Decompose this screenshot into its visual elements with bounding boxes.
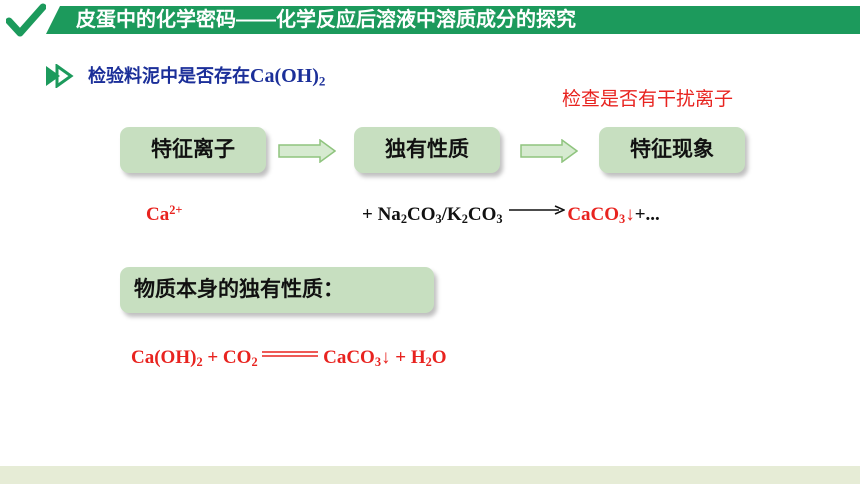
section-heading-text: 检验料泥中是否存在Ca(OH)2	[88, 62, 325, 90]
reaction-carbonate: + Na2CO3/K2CO3 CaCO3↓+...	[362, 204, 660, 226]
equals-double-line	[262, 342, 319, 364]
flow-arrow-icon	[278, 139, 336, 163]
footer-bar	[0, 466, 860, 484]
flow-step-characteristic-phenomenon: 特征现象	[599, 127, 745, 173]
reaction-reagents: + Na2CO3/K2CO3	[362, 204, 503, 227]
interference-note: 检查是否有干扰离子	[562, 89, 734, 110]
property-label: 物质本身的独有性质：	[120, 267, 434, 313]
page-title: 皮蛋中的化学密码——化学反应后溶液中溶质成分的探究	[76, 9, 576, 31]
reaction-co2: Ca(OH)2 + CO2 CaCO3↓ + H2O	[131, 347, 447, 369]
double-play-icon	[46, 64, 74, 88]
title-bar: 皮蛋中的化学密码——化学反应后溶液中溶质成分的探究	[0, 0, 860, 38]
title-band	[46, 6, 860, 34]
flow-arrow-icon	[520, 139, 578, 163]
reaction-arrow	[509, 199, 567, 221]
reaction-tail: +...	[634, 204, 660, 225]
flow-step-characteristic-ion: 特征离子	[120, 127, 266, 173]
section-heading-formula: Ca(OH)2	[250, 65, 326, 89]
section-heading-prefix: 检验料泥中是否存在	[88, 66, 250, 86]
checkmark-icon	[6, 3, 46, 37]
calcium-ion: Ca2+	[146, 202, 183, 225]
reaction-product: CaCO3↓	[567, 204, 635, 227]
flow-step-unique-property: 独有性质	[354, 127, 500, 173]
